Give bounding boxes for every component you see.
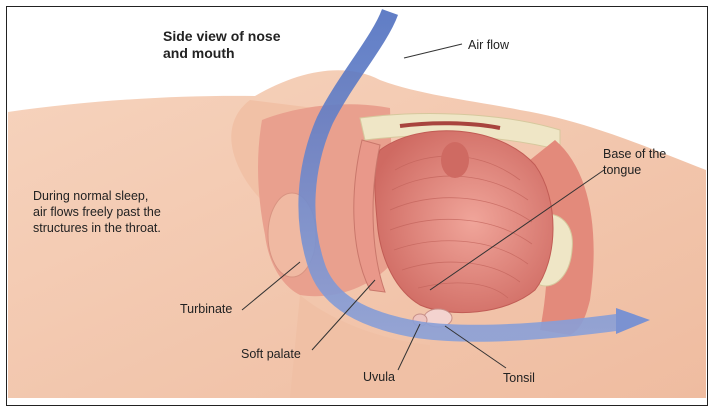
label-turbinate: Turbinate (180, 301, 232, 317)
tongue-tip (441, 142, 469, 178)
label-air-flow: Air flow (468, 37, 509, 53)
label-soft-palate: Soft palate (241, 346, 301, 362)
label-base-of-tongue: Base of the tongue (603, 146, 666, 178)
diagram-title: Side view of nose and mouth (163, 28, 280, 62)
label-uvula: Uvula (363, 369, 395, 385)
label-tonsil: Tonsil (503, 370, 535, 386)
diagram-note: During normal sleep, air flows freely pa… (33, 188, 161, 236)
